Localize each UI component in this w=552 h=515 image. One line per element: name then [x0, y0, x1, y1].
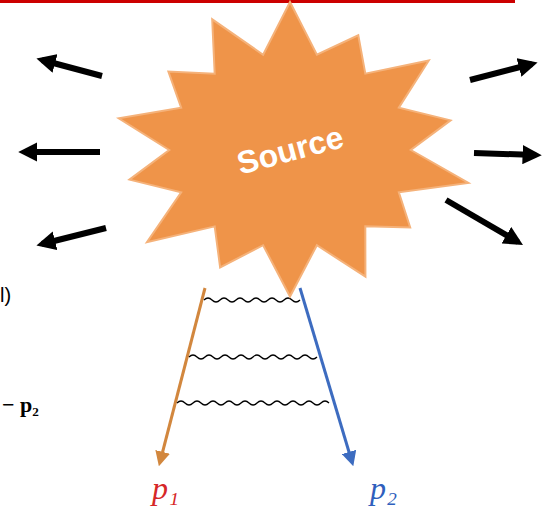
flow-arrow: [446, 200, 518, 242]
burst-outline: [119, 2, 469, 297]
photon-line: [189, 355, 317, 359]
source-burst: Source: [105, 0, 475, 300]
text-fragment: − p₂: [2, 392, 39, 418]
momentum-label: p₂: [370, 470, 397, 507]
flow-arrow: [474, 153, 536, 155]
flow-arrow: [470, 64, 532, 80]
particle-track: [160, 288, 205, 462]
flow-arrow: [42, 60, 102, 76]
flow-arrow: [24, 149, 100, 155]
photon-line: [177, 401, 329, 405]
text-fragment: l): [0, 284, 11, 307]
flow-arrow: [42, 228, 106, 244]
momentum-label: p₁: [152, 470, 179, 507]
particle-track: [300, 288, 352, 462]
photon-line: [204, 298, 300, 302]
title-bar: [0, 0, 515, 3]
